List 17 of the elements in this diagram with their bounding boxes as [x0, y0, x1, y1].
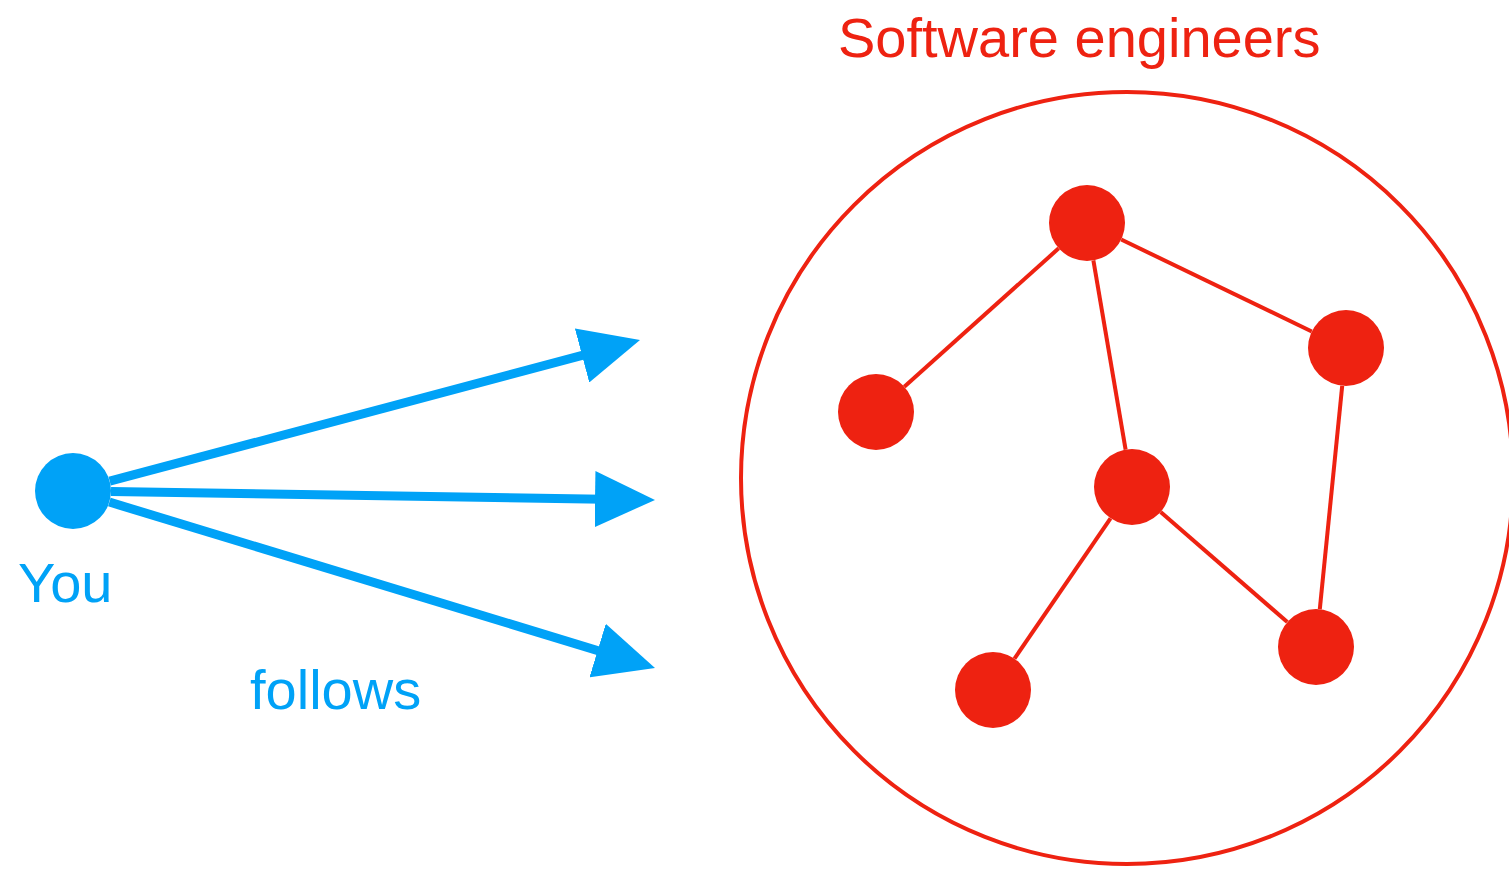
network-dot	[838, 374, 914, 450]
arrow	[108, 497, 655, 678]
node-label: You	[18, 553, 113, 613]
connector-line	[902, 246, 1061, 389]
connector-line	[1120, 237, 1313, 334]
network-dot	[1049, 185, 1125, 261]
network-dot	[955, 652, 1031, 728]
group-title: Software engineers	[838, 8, 1321, 68]
arrow	[108, 328, 640, 486]
connector-line	[1159, 510, 1289, 624]
connector-line	[1012, 517, 1113, 660]
connector-line	[1091, 260, 1128, 450]
arrow	[110, 471, 655, 528]
connector-line	[1317, 385, 1345, 610]
network-dot	[1094, 449, 1170, 525]
network-dot	[1308, 310, 1384, 386]
network-dot	[1278, 609, 1354, 685]
